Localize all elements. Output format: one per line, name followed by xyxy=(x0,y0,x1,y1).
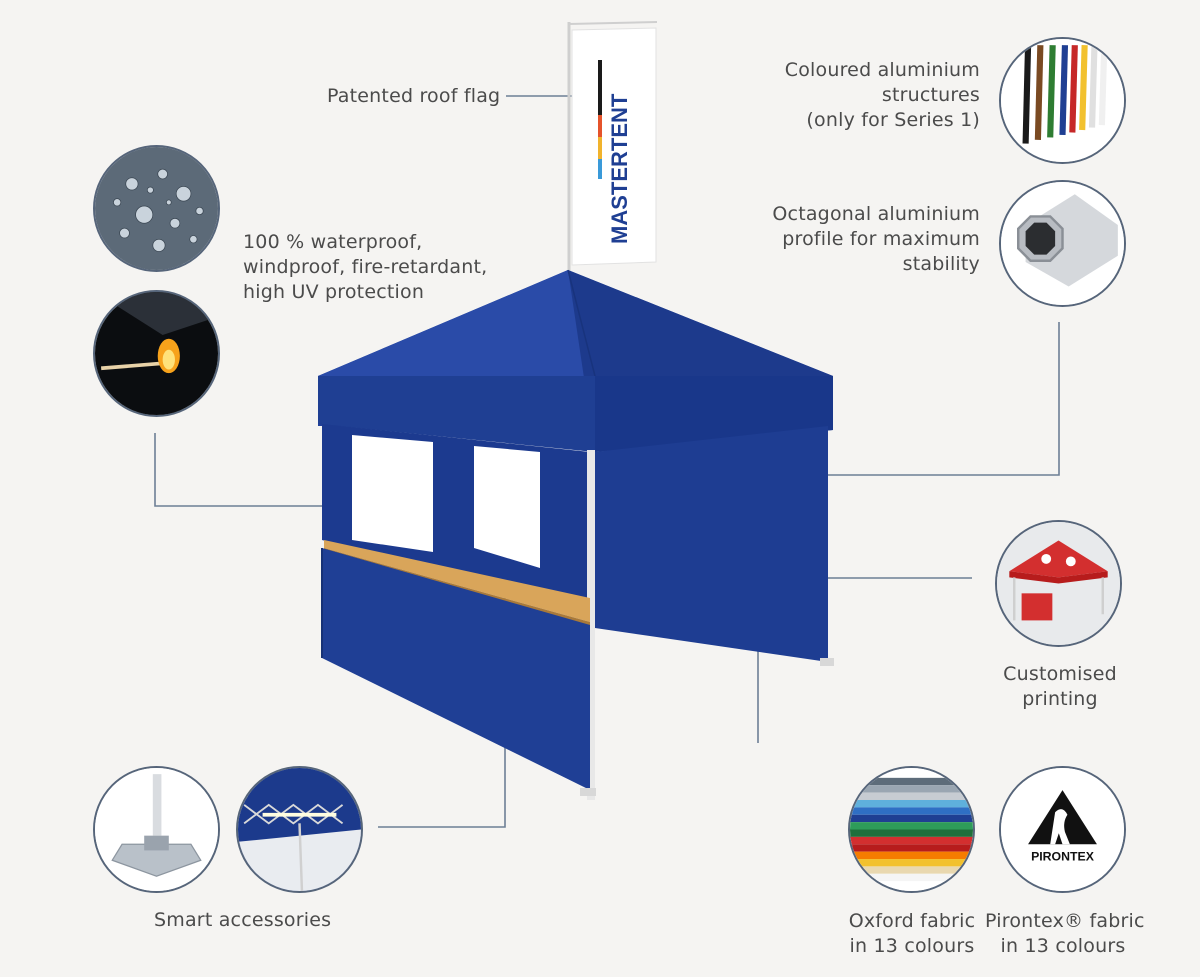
octagonal-line2: profile for maximum xyxy=(782,228,980,250)
weight-plate-image xyxy=(93,766,220,893)
roof-flag-label: Patented roof flag xyxy=(327,85,501,107)
water-drops-image xyxy=(93,145,220,272)
octagonal-profile-image xyxy=(999,180,1126,307)
waterproof-line2: windproof, fire-retardant, xyxy=(243,256,488,278)
waterproof-label: 100 % waterproof, windproof, fire-retard… xyxy=(243,230,487,305)
pirontex-logo-image: PIRONTEX xyxy=(999,766,1126,893)
pirontex-logo-text: PIRONTEX xyxy=(1031,849,1095,863)
colored-structures-line3: (only for Series 1) xyxy=(806,109,980,131)
roof-flag: MASTERTENT xyxy=(571,27,657,266)
colored-structures-label: Coloured aluminium structures (only for … xyxy=(760,58,980,133)
colored-poles-image xyxy=(999,37,1126,164)
octagonal-line3: stability xyxy=(902,253,980,275)
flag-brand-text: MASTERTENT xyxy=(607,93,632,244)
oxford-label: Oxford fabric in 13 colours xyxy=(838,909,986,959)
burning-match-image xyxy=(93,290,220,417)
printing-line2: printing xyxy=(1022,688,1098,710)
printing-line1: Customised xyxy=(1003,663,1117,685)
printed-tent-image xyxy=(995,520,1122,647)
pirontex-line1: Pirontex® fabric xyxy=(985,910,1145,932)
waterproof-line1: 100 % waterproof, xyxy=(243,231,423,253)
octagonal-label: Octagonal aluminium profile for maximum … xyxy=(760,202,980,277)
oxford-line2: in 13 colours xyxy=(849,935,975,957)
fabric-stack-image xyxy=(848,766,975,893)
accessories-label: Smart accessories xyxy=(154,909,332,931)
printing-label: Customised printing xyxy=(985,662,1135,712)
pirontex-line2: in 13 colours xyxy=(1000,935,1126,957)
waterproof-leader xyxy=(154,433,342,507)
oxford-line1: Oxford fabric xyxy=(848,910,976,932)
waterproof-line3: high UV protection xyxy=(243,281,425,303)
colored-structures-line2: structures xyxy=(881,84,980,106)
pirontex-label: Pirontex® fabric in 13 colours xyxy=(985,909,1145,959)
octagonal-line1: Octagonal aluminium xyxy=(772,203,980,225)
colored-structures-line1: Coloured aluminium xyxy=(784,59,980,81)
led-light-image xyxy=(236,766,363,893)
